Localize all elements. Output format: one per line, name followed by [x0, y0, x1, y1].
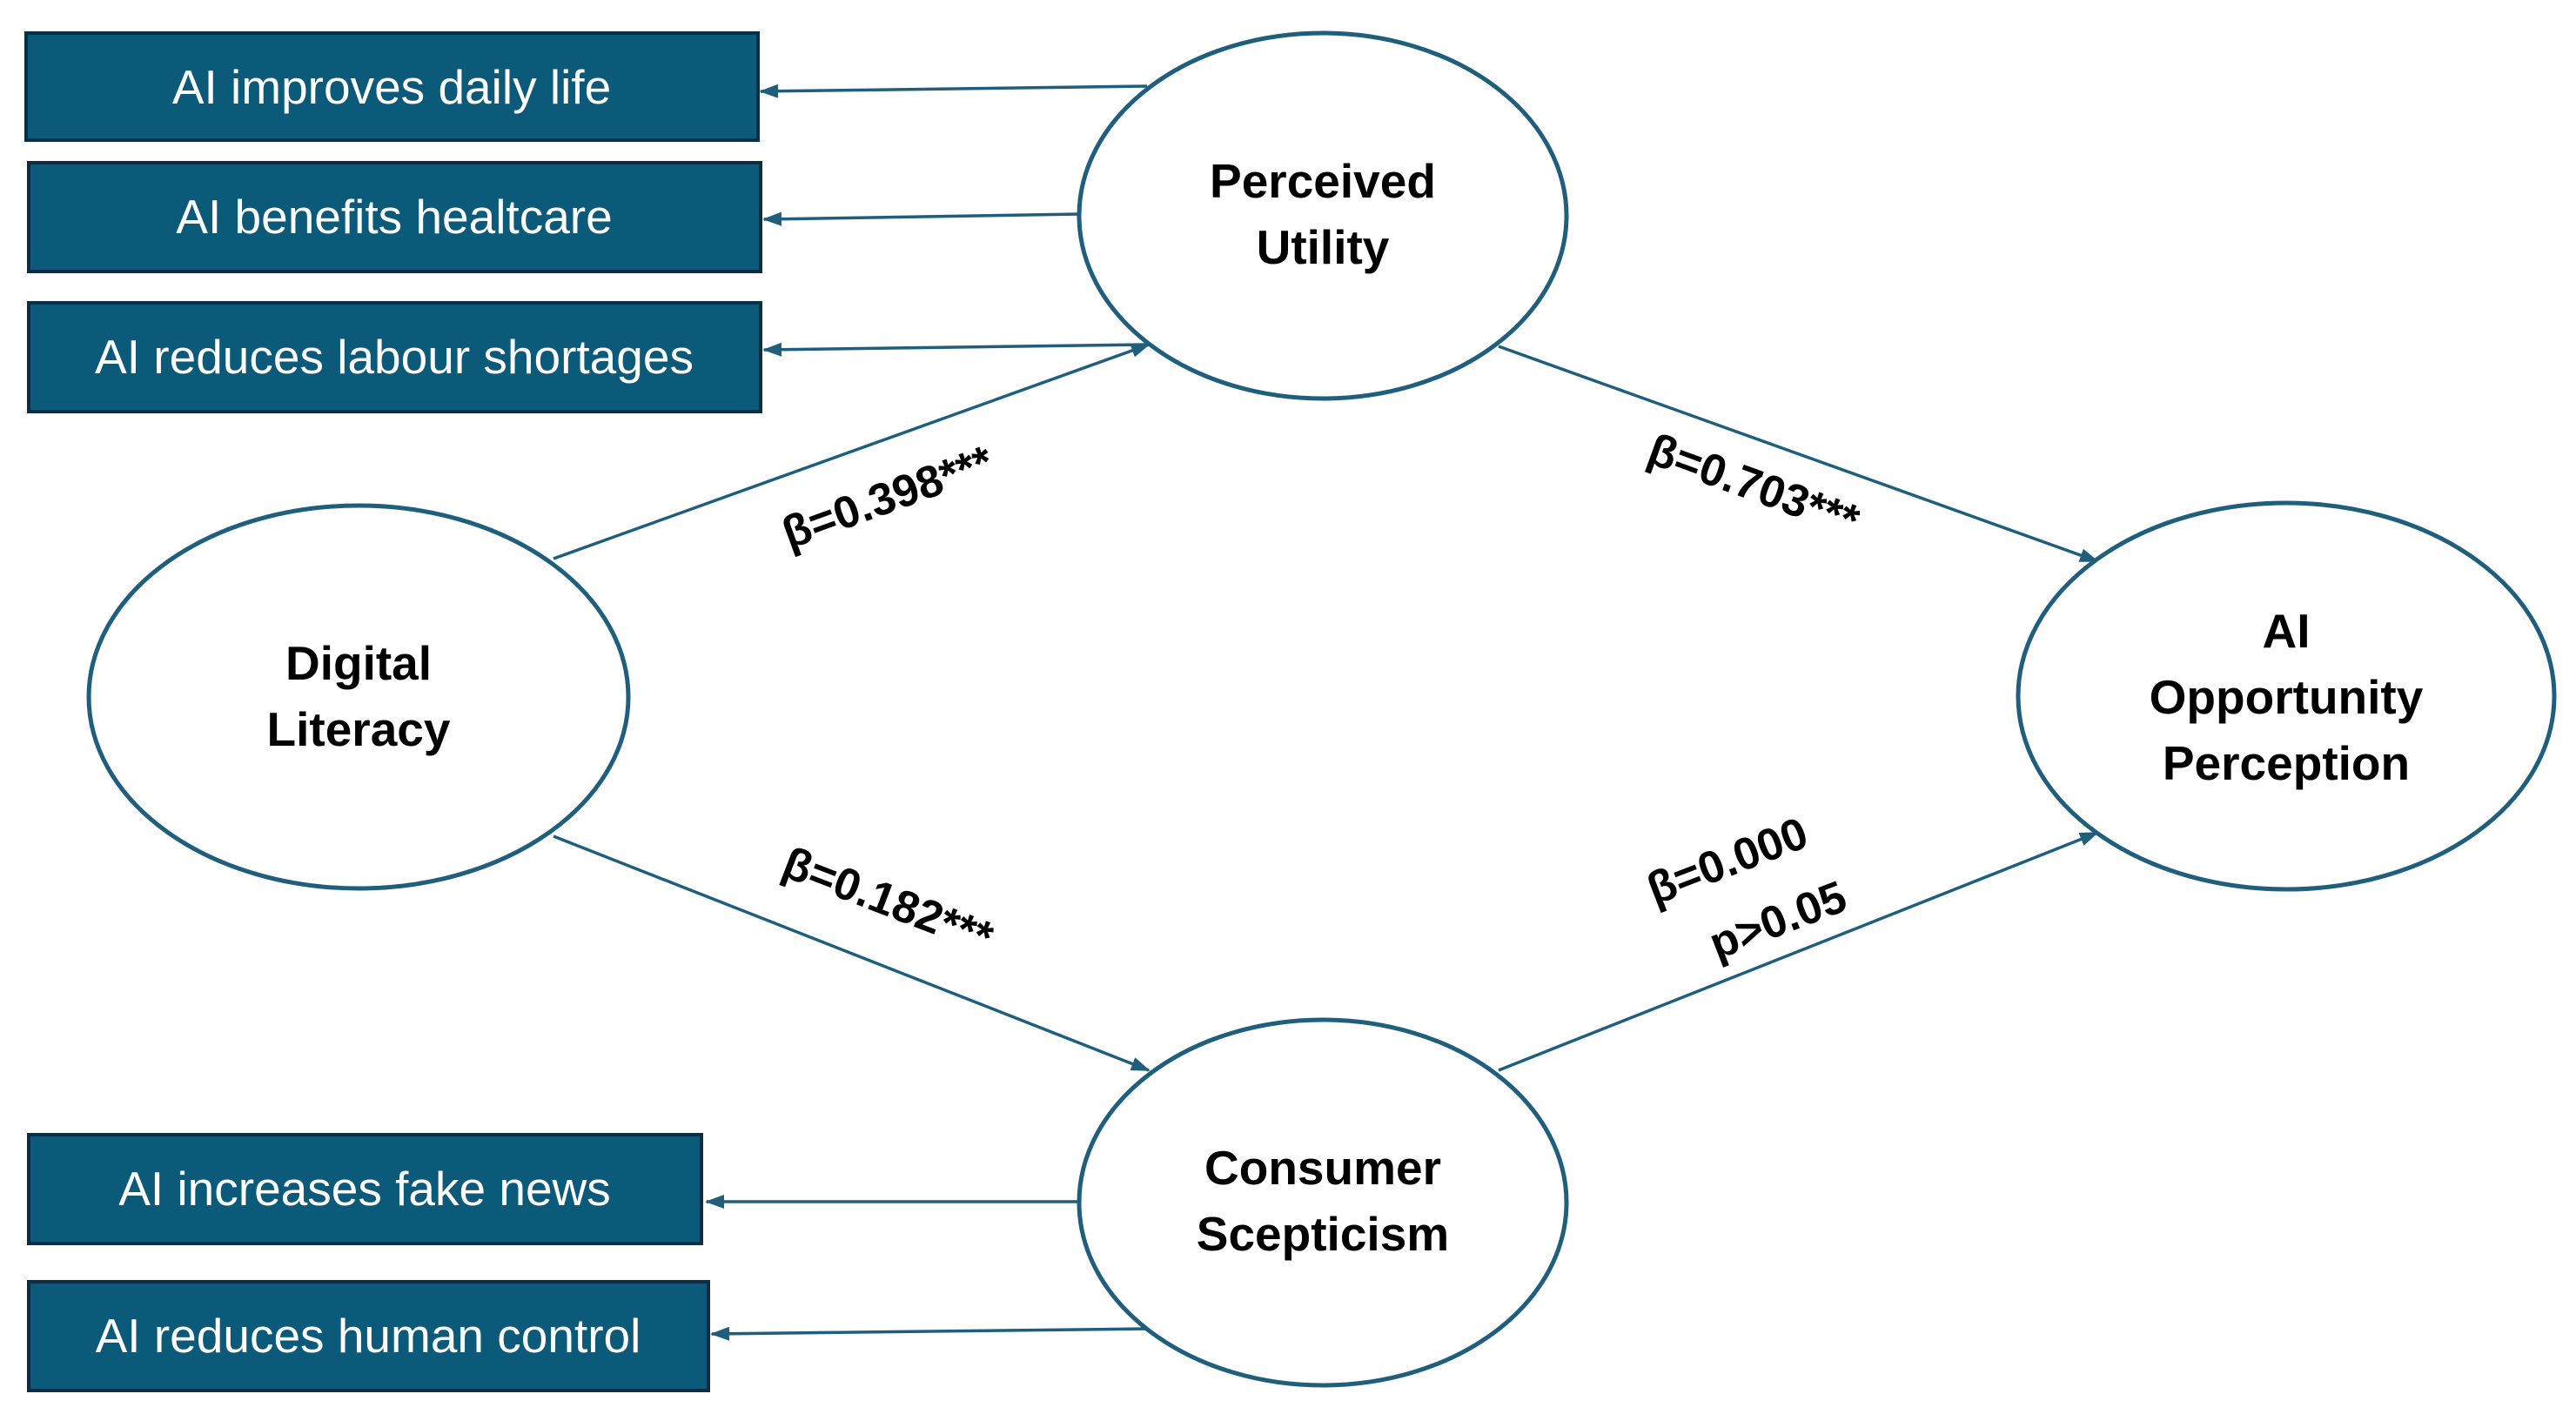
construct-label-line: Scepticism [1197, 1207, 1449, 1261]
coefficient-dl-cs: β=0.182*** [776, 838, 1001, 964]
construct-label-line: Consumer [1204, 1141, 1441, 1195]
construct-label-line: AI [2263, 604, 2311, 658]
indicator-reduces-human-control: AI reduces human control [27, 1280, 710, 1392]
coefficient-pu-aop: β=0.703*** [1641, 424, 1866, 546]
construct-label-line: Perception [2163, 736, 2410, 790]
arrow-pu-to-healthcare [762, 211, 1080, 226]
construct-label-line: Opportunity [2150, 670, 2424, 724]
arrow-pu-to-aop [1498, 345, 2099, 563]
indicator-label: AI benefits healtcare [176, 190, 612, 244]
construct-label-line: Perceived [1210, 154, 1436, 208]
indicator-benefits-healthcare: AI benefits healtcare [27, 161, 762, 273]
construct-label-line: Utility [1257, 220, 1390, 274]
construct-label-line: Literacy [267, 702, 451, 756]
coefficient-dl-pu: β=0.398*** [775, 436, 1000, 559]
indicator-label: AI increases fake news [118, 1162, 611, 1216]
indicator-label: AI improves daily life [172, 60, 611, 114]
indicator-reduces-labour-shortages: AI reduces labour shortages [27, 301, 762, 413]
construct-perceived-utility: Perceived Utility [1077, 30, 1569, 401]
arrow-cs-to-aop [1498, 831, 2099, 1072]
construct-label-line: Digital [285, 636, 432, 690]
indicator-label: AI reduces labour shortages [95, 330, 694, 384]
arrow-cs-to-human-control [710, 1326, 1148, 1341]
construct-digital-literacy: Digital Literacy [86, 503, 631, 891]
construct-consumer-scepticism: Consumer Scepticism [1077, 1017, 1569, 1388]
indicator-improves-daily-life: AI improves daily life [24, 31, 760, 142]
arrow-pu-to-daily-life [759, 84, 1148, 98]
indicator-increases-fake-news: AI increases fake news [27, 1133, 703, 1245]
construct-ai-opportunity-perception: AI Opportunity Perception [2016, 500, 2557, 892]
arrow-dl-to-pu [553, 343, 1150, 560]
arrow-pu-to-labour [762, 342, 1148, 357]
arrow-dl-to-cs [553, 834, 1150, 1072]
indicator-label: AI reduces human control [96, 1309, 641, 1363]
